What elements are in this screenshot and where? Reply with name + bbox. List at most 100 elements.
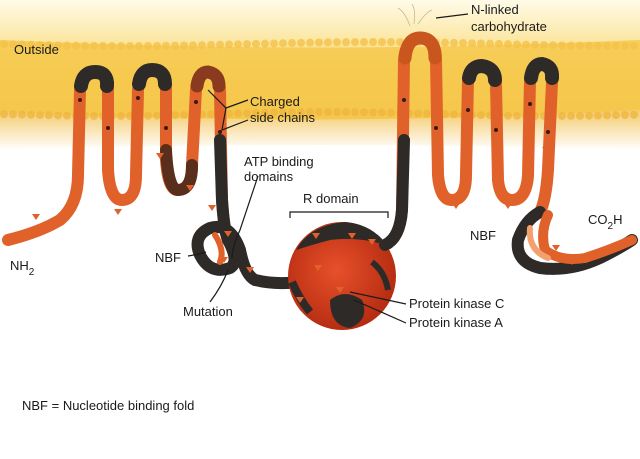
residue-arrowhead [314, 265, 322, 271]
lipid-head [171, 41, 179, 50]
lipid-head [297, 108, 305, 117]
lipid-head [306, 108, 314, 117]
lipid-head [603, 41, 611, 50]
lipid-head [144, 41, 152, 50]
lipid-head [288, 39, 296, 48]
residue-arrowhead [224, 231, 232, 237]
lipid-head [441, 38, 449, 47]
label-side-chains: side chains [250, 110, 316, 125]
charged-side-chain-dot [466, 108, 470, 112]
residue-arrowhead [312, 233, 320, 239]
lipid-head [117, 41, 125, 50]
lipid-head [576, 41, 584, 50]
label-nh2: NH2 [10, 258, 35, 278]
lipid-head [423, 109, 431, 118]
lipid-head [360, 38, 368, 47]
lipid-head [54, 41, 62, 50]
lipid-head [441, 110, 449, 119]
lipid-head [36, 40, 44, 49]
residue-arrowhead [208, 205, 216, 211]
lipid-head [612, 111, 620, 120]
lipid-head [450, 110, 458, 119]
label-charged: Charged [250, 94, 300, 109]
lipid-head [261, 108, 269, 117]
lipid-head [585, 111, 593, 120]
lipid-head [558, 111, 566, 120]
lipid-head [270, 39, 278, 48]
charged-side-chain-dot [136, 96, 140, 100]
label-nbf-left: NBF [155, 250, 181, 265]
lipid-head [207, 110, 215, 119]
residue-arrowhead [156, 153, 164, 159]
lipid-head [549, 41, 557, 50]
lipid-head [234, 109, 242, 118]
lipid-head [369, 38, 377, 47]
lipid-head [306, 38, 314, 47]
lipid-head [18, 40, 26, 49]
lipid-head [369, 108, 377, 117]
lipid-head [0, 40, 8, 49]
label-atp-binding: ATP binding [244, 154, 314, 169]
lipid-head [387, 38, 395, 47]
charged-side-chain-dot [528, 102, 532, 106]
protein-chain-right [379, 31, 560, 251]
lipid-head [414, 109, 422, 118]
lipid-head [135, 41, 143, 50]
lipid-head [315, 38, 323, 47]
residue-arrowhead [186, 185, 194, 191]
label-outside: Outside [14, 42, 59, 57]
label-protein-kinase-c: Protein kinase C [409, 296, 504, 311]
lipid-head [162, 41, 170, 50]
lipid-head [540, 40, 548, 49]
lipid-head [279, 39, 287, 48]
lipid-head [567, 111, 575, 120]
residue-arrowhead [524, 177, 532, 183]
lipid-head [333, 108, 341, 117]
lipid-head [252, 39, 260, 48]
lipid-head [531, 40, 539, 49]
charged-side-chain-dot [494, 128, 498, 132]
residue-arrowhead [568, 259, 576, 265]
lipid-head [72, 41, 80, 50]
lipid-head [387, 108, 395, 117]
lipid-head [594, 111, 602, 120]
lipid-head [90, 41, 98, 50]
residue-arrowhead [436, 169, 444, 175]
residue-arrowhead [336, 287, 344, 293]
lipid-head [630, 110, 638, 119]
residue-arrowheads [32, 147, 626, 303]
lipid-head [621, 41, 629, 50]
charged-side-chain-markers [78, 96, 550, 134]
lipid-head [153, 41, 161, 50]
lipid-head [9, 110, 17, 119]
lipid-head [333, 38, 341, 47]
residue-arrowhead [32, 214, 40, 220]
lipid-head [36, 111, 44, 120]
lipid-head [108, 41, 116, 50]
residue-arrowhead [348, 233, 356, 239]
lipid-head [342, 38, 350, 47]
lipid-head [612, 41, 620, 50]
label-nbf-right: NBF [470, 228, 496, 243]
lipid-head [522, 40, 530, 49]
lipid-head [351, 38, 359, 47]
lipid-head [324, 38, 332, 47]
nbf-left-domain [191, 221, 306, 290]
lipid-head [180, 110, 188, 119]
residue-arrowhead [368, 239, 376, 245]
label-protein-kinase-a: Protein kinase A [409, 315, 503, 330]
lipid-head [558, 41, 566, 50]
lipid-head [243, 40, 251, 49]
residue-arrowhead [596, 249, 604, 255]
label-r-domain: R domain [303, 191, 359, 206]
lipid-head [126, 41, 134, 50]
lipid-head [459, 39, 467, 48]
lipid-head [603, 111, 611, 120]
lipid-head [585, 41, 593, 50]
n-linked-carbohydrate-glyph [397, 3, 433, 27]
lipid-head [54, 111, 62, 120]
lipid-head [0, 110, 8, 119]
lipid-head [378, 38, 386, 47]
lipid-head [630, 41, 638, 50]
charged-side-chain-dot [546, 130, 550, 134]
